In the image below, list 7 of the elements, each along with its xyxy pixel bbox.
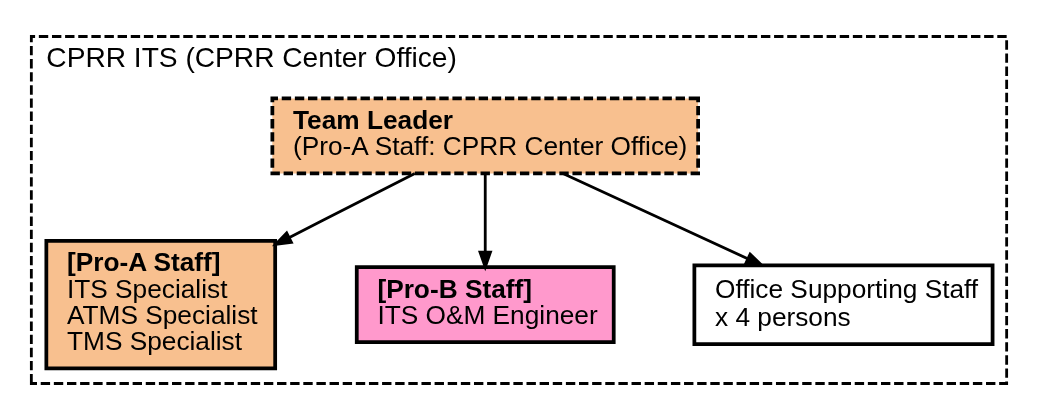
node-box: Office Supporting Staff x 4 persons [692,263,995,346]
arrow [478,173,493,272]
arrow [271,172,416,247]
arrow [562,172,766,267]
node-box: [Pro-A Staff] ITS Specialist ATMS Specialist TMS Specialist [44,239,278,371]
node-box: [Pro-B Staff] ITS O&M Engineer [354,265,616,345]
node-box: Team Leader (Pro-A Staff: CPRR Center Office) [270,96,700,176]
